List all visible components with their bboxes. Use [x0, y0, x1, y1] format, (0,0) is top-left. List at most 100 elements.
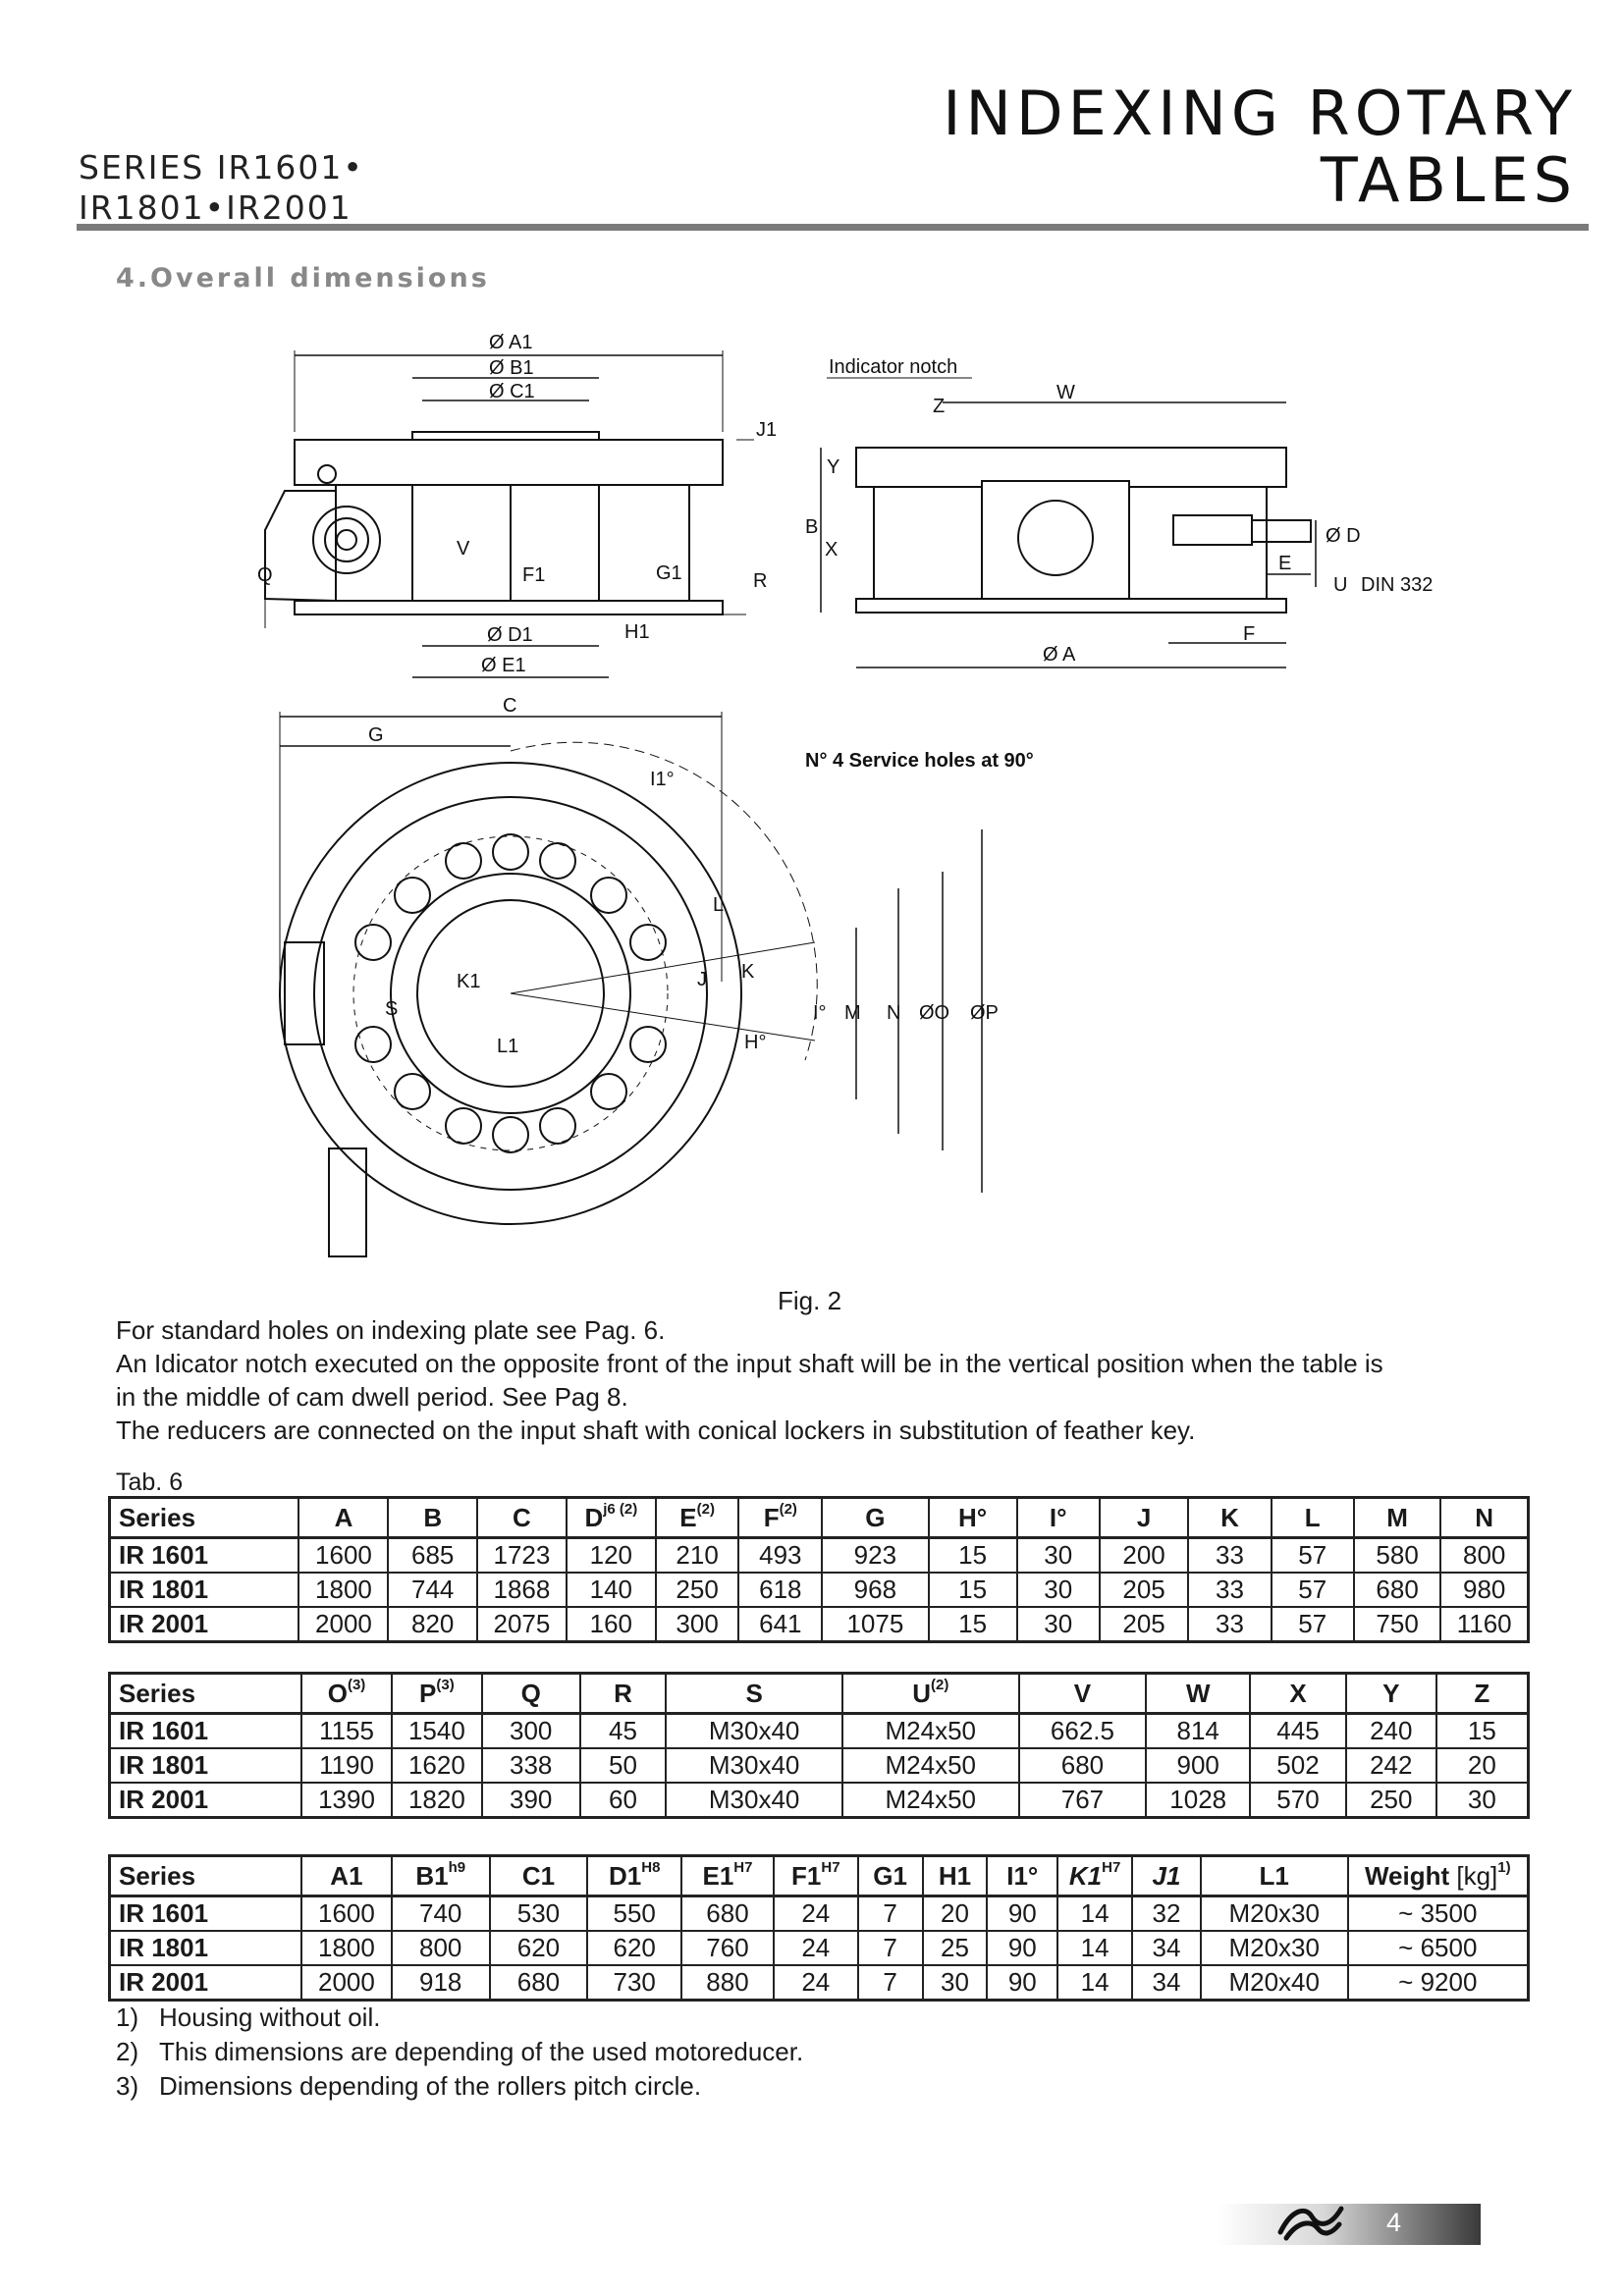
table-row: IR 1601 1155 1540 300 45 M30x40 M24x50 6…	[108, 1712, 1530, 1749]
header-cell: Series	[108, 1672, 303, 1715]
header-cell: J	[1098, 1496, 1190, 1539]
table-cell: M20x40	[1199, 1964, 1349, 2002]
table-cell: 750	[1352, 1606, 1442, 1643]
table-cell: 641	[737, 1606, 824, 1643]
header-cell: Weight [kg]1)	[1346, 1854, 1530, 1897]
header-cell: S	[665, 1672, 843, 1715]
table-row: IR 1801 1800 744 1868 140 250 618 968 15…	[108, 1572, 1530, 1608]
table-cell: 57	[1270, 1536, 1355, 1574]
table-cell: 814	[1145, 1712, 1252, 1749]
footnote: 2)This dimensions are depending of the u…	[116, 2035, 803, 2069]
header-label: E	[679, 1502, 697, 1532]
table-cell: M24x50	[840, 1712, 1020, 1749]
table-cell: IR 1601	[108, 1536, 300, 1574]
title-line-2: TABLES	[1320, 144, 1577, 217]
table-cell: 30	[1015, 1606, 1101, 1643]
table-cell: 502	[1249, 1747, 1347, 1784]
table-cell: 30	[1015, 1572, 1101, 1608]
table-cell: 1600	[300, 1895, 393, 1932]
table-cell: 730	[586, 1964, 683, 2002]
label-g1: G1	[656, 562, 682, 584]
table-cell: 680	[488, 1964, 589, 2002]
header-sup: (3)	[347, 1676, 366, 1693]
footnote-text: Housing without oil.	[159, 2002, 381, 2032]
header-cell: C1	[488, 1854, 589, 1897]
header-cell: I1°	[986, 1854, 1059, 1897]
label-l: L	[713, 894, 724, 916]
header-label: J1	[1152, 1860, 1181, 1891]
header-sup: H7	[733, 1858, 753, 1876]
header-cell: A1	[300, 1854, 393, 1897]
top-view	[279, 712, 983, 1257]
table-cell: 580	[1352, 1536, 1442, 1574]
footnote: 1) Housing without oil.	[116, 2001, 803, 2035]
header-cell: G	[821, 1496, 930, 1539]
label-m: M	[844, 1002, 861, 1024]
table-cell: IR 1801	[108, 1747, 303, 1784]
table-cell: 300	[480, 1712, 581, 1749]
label-indicator: Indicator notch	[829, 356, 957, 378]
label-k: K	[741, 961, 755, 983]
table-cell: M20x30	[1199, 1895, 1349, 1932]
label-z: Z	[933, 396, 945, 417]
header-cell: Dj6 (2)	[565, 1496, 657, 1539]
table-cell: 662.5	[1017, 1712, 1148, 1749]
label-g: G	[368, 724, 384, 746]
table-cell: 57	[1270, 1572, 1355, 1608]
header-sup: (3)	[436, 1676, 455, 1693]
header-label: E1	[702, 1860, 734, 1891]
note-line: The reducers are connected on the input …	[116, 1415, 1196, 1445]
table-cell: 20	[1435, 1747, 1530, 1784]
table-header-row: Series O(3) P(3) Q R S U(2) V W X Y Z	[108, 1672, 1530, 1715]
side-view-right	[820, 377, 1317, 668]
table-cell: 7	[856, 1964, 924, 2002]
table-cell: 767	[1017, 1782, 1148, 1819]
table-cell: 570	[1249, 1782, 1347, 1819]
header-cell: C	[475, 1496, 568, 1539]
label-v: V	[457, 538, 470, 560]
header-cell: K1H7	[1056, 1854, 1134, 1897]
page-number-bar	[1218, 2204, 1481, 2245]
figure-caption: Fig. 2	[778, 1286, 842, 1315]
header-cell: A	[298, 1496, 390, 1539]
header-cell: B1h9	[390, 1854, 491, 1897]
table-row: IR 2001 2000 918 680 730 880 24 7 30 90 …	[108, 1964, 1530, 2002]
header-label: U	[912, 1678, 931, 1708]
dimensions-table-1: Series A B C Dj6 (2) E(2) F(2) G H° I° J…	[108, 1496, 1530, 1643]
table-cell: M30x40	[665, 1712, 843, 1749]
label-a1: Ø A1	[489, 332, 532, 353]
header-cell: H1	[921, 1854, 989, 1897]
table-cell: 15	[927, 1572, 1018, 1608]
table-cell: IR 1801	[108, 1572, 300, 1608]
header-cell: P(3)	[390, 1672, 483, 1715]
table-cell: 15	[1435, 1712, 1530, 1749]
header-cell: R	[578, 1672, 668, 1715]
header-cell: F(2)	[737, 1496, 824, 1539]
table-cell: 923	[821, 1536, 930, 1574]
table-cell: 205	[1098, 1606, 1190, 1643]
header-cell: W	[1145, 1672, 1252, 1715]
table-cell: 820	[387, 1606, 478, 1643]
header-label: K1	[1068, 1860, 1103, 1891]
header-label: F	[763, 1502, 780, 1532]
header-cell: Series	[108, 1496, 300, 1539]
table-cell: 445	[1249, 1712, 1347, 1749]
table-cell: 15	[927, 1606, 1018, 1643]
table-cell: 620	[586, 1930, 683, 1966]
table-cell: 918	[390, 1964, 491, 2002]
label-a: Ø A	[1043, 644, 1076, 666]
table-cell: 900	[1145, 1747, 1252, 1784]
label-c1: Ø C1	[489, 381, 535, 402]
header-cell: E1H7	[680, 1854, 775, 1897]
table-cell: 1075	[821, 1606, 930, 1643]
footnote-number: 1)	[116, 2002, 139, 2032]
table-cell: 740	[390, 1895, 491, 1932]
header-cell: M	[1352, 1496, 1442, 1539]
table-cell: 880	[680, 1964, 775, 2002]
header-sup: h9	[448, 1858, 466, 1876]
table-cell: 2075	[475, 1606, 568, 1643]
header-sup: H8	[641, 1858, 661, 1876]
label-i: I°	[813, 1002, 827, 1024]
label-y: Y	[827, 456, 839, 478]
table-cell: 493	[737, 1536, 824, 1574]
